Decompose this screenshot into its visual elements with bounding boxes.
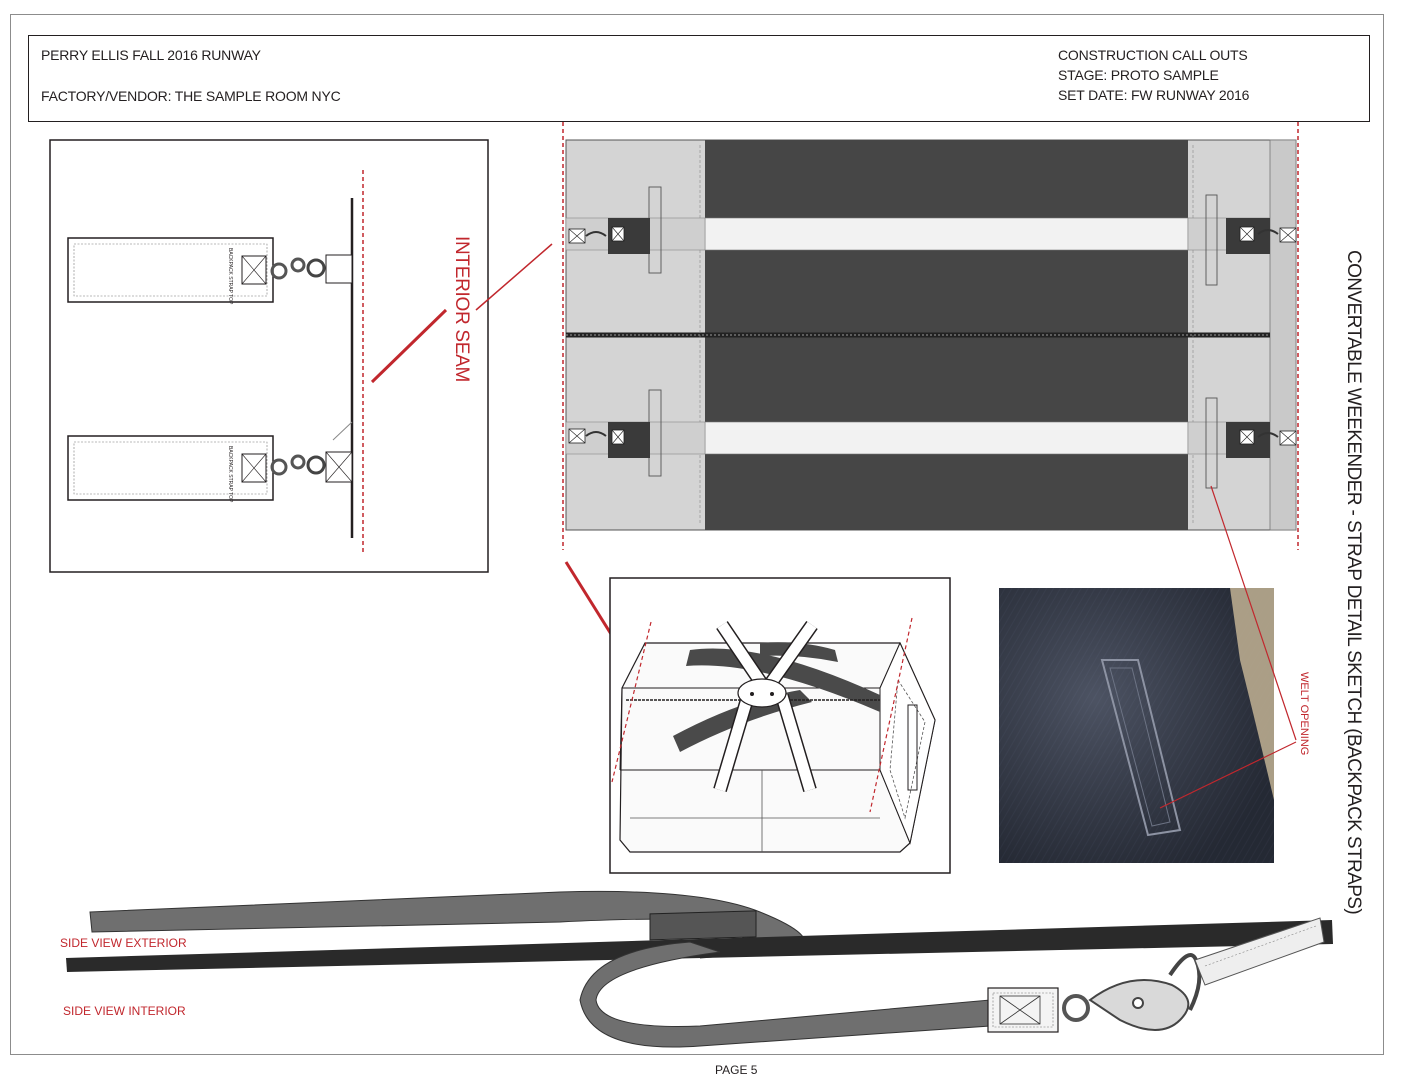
tab-label-top-text: BACKPACK STRAP TOP — [227, 248, 233, 305]
set-date-line: SET DATE: FW RUNWAY 2016 — [1058, 87, 1250, 103]
header-box — [28, 35, 1370, 122]
bag-perspective-view — [609, 577, 951, 874]
side-view-exterior-label: SIDE VIEW EXTERIOR — [60, 936, 187, 950]
callouts-title: CONSTRUCTION CALL OUTS — [1058, 47, 1248, 63]
tab-label-top: BACKPACK STRAP TOP — [224, 248, 236, 304]
welt-opening-text: WELT OPENING — [1298, 672, 1310, 756]
vendor-line: FACTORY/VENDOR: THE SAMPLE ROOM NYC — [41, 88, 341, 104]
tab-label-bottom-text: BACKPACK STRAP TOP — [227, 446, 233, 503]
callouts-block: CONSTRUCTION CALL OUTS STAGE: PROTO SAMP… — [1058, 45, 1249, 105]
seam-leader-line — [370, 308, 448, 384]
strap-tab-bottom — [67, 435, 353, 501]
interior-seam-label: INTERIOR SEAM — [450, 236, 480, 386]
page-title-text: CONVERTABLE WEEKENDER - STRAP DETAIL SKE… — [1343, 250, 1364, 915]
flat-bag-panel — [562, 122, 1299, 550]
stage-line: STAGE: PROTO SAMPLE — [1058, 67, 1219, 83]
tab-label-bottom: BACKPACK STRAP TOP — [224, 446, 236, 502]
welt-leader-line — [1210, 485, 1297, 741]
side-view-interior-label: SIDE VIEW INTERIOR — [63, 1004, 186, 1018]
interior-seam-text: INTERIOR SEAM — [451, 236, 472, 383]
page-number: PAGE 5 — [715, 1063, 758, 1077]
welt-opening-photo — [999, 485, 1297, 863]
strap-tab-top — [67, 237, 353, 303]
collection-title: PERRY ELLIS FALL 2016 RUNWAY — [41, 47, 261, 63]
welt-opening-label: WELT OPENING — [1296, 672, 1312, 782]
detail-leader-line — [475, 243, 553, 311]
page-title: CONVERTABLE WEEKENDER - STRAP DETAIL SKE… — [1343, 250, 1366, 914]
welt-photo-frame — [999, 588, 1274, 863]
page-frame — [10, 14, 1384, 1055]
strap-side-view — [66, 890, 1333, 1048]
strap-attachment-detail — [49, 139, 489, 573]
